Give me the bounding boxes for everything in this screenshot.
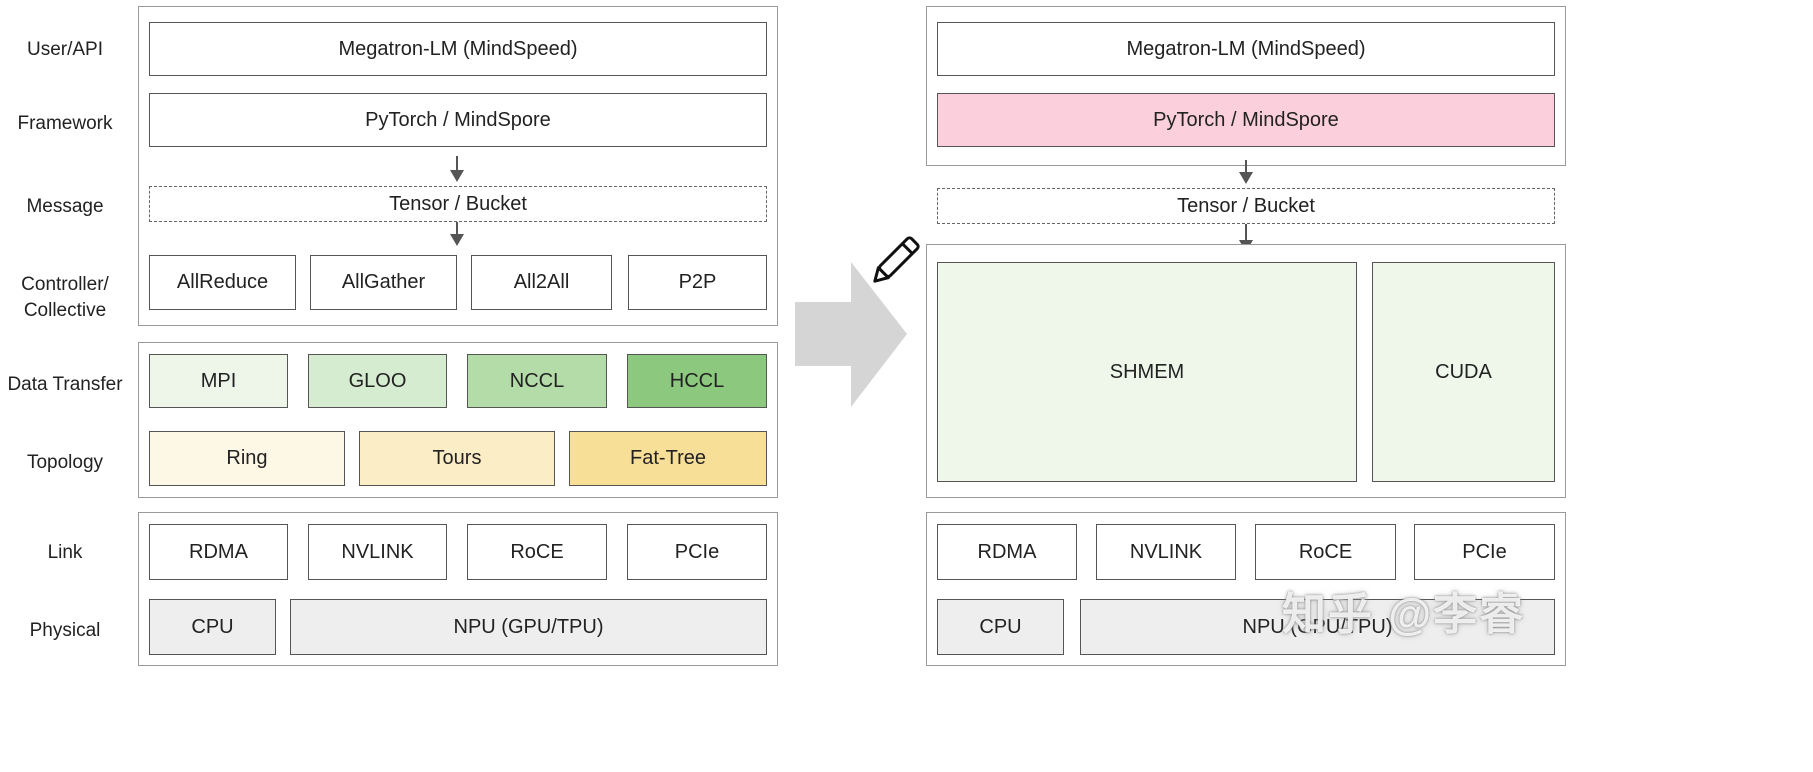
left-arrow-message-collective-head xyxy=(450,234,464,246)
left-physical-npu: NPU (GPU/TPU) xyxy=(290,599,767,655)
layer-label-controller-line2: Collective xyxy=(23,300,107,321)
layer-label-message: Message xyxy=(26,196,104,217)
left-data-transfer-mpi: MPI xyxy=(149,354,288,408)
left-link-nvlink: NVLINK xyxy=(308,524,447,580)
left-arrow-framework-message-head xyxy=(450,170,464,182)
right-physical-cpu: CPU xyxy=(937,599,1064,655)
right-arrow-framework-message-head xyxy=(1239,172,1253,184)
left-topology-fat-tree: Fat-Tree xyxy=(569,431,767,486)
left-collective-allgather: AllGather xyxy=(310,255,457,310)
layer-label-topology: Topology xyxy=(26,452,104,473)
right-link-roce: RoCE xyxy=(1255,524,1396,580)
left-data-transfer-nccl: NCCL xyxy=(467,354,607,408)
right-framework-box: PyTorch / MindSpore xyxy=(937,93,1555,147)
left-message-box: Tensor / Bucket xyxy=(149,186,767,222)
right-shmem-box: SHMEM xyxy=(937,262,1357,482)
left-arrow-message-collective-line xyxy=(456,222,458,234)
left-collective-all2all: All2All xyxy=(471,255,612,310)
layer-label-user-api: User/API xyxy=(26,39,104,60)
layer-label-controller-line1: Controller/ xyxy=(21,274,109,295)
right-link-pcie: PCIe xyxy=(1414,524,1555,580)
layer-label-controller: Controller/ Collective xyxy=(0,272,130,324)
left-arrow-framework-message-line xyxy=(456,156,458,170)
right-user-api-box: Megatron-LM (MindSpeed) xyxy=(937,22,1555,76)
right-physical-npu: NPU (GPU/TPU) xyxy=(1080,599,1555,655)
big-right-arrow-icon xyxy=(795,262,907,407)
right-link-rdma: RDMA xyxy=(937,524,1077,580)
layer-label-link: Link xyxy=(47,542,83,563)
right-link-nvlink: NVLINK xyxy=(1096,524,1236,580)
left-framework-box: PyTorch / MindSpore xyxy=(149,93,767,147)
left-user-api-box: Megatron-LM (MindSpeed) xyxy=(149,22,767,76)
layer-label-data-transfer: Data Transfer xyxy=(7,374,123,395)
left-collective-p2p: P2P xyxy=(628,255,767,310)
layer-label-physical: Physical xyxy=(29,620,101,641)
watermark-text: 知乎 @李睿 xyxy=(1282,590,1526,639)
left-physical-cpu: CPU xyxy=(149,599,276,655)
left-topology-ring: Ring xyxy=(149,431,345,486)
right-message-box: Tensor / Bucket xyxy=(937,188,1555,224)
right-arrow-framework-message-line xyxy=(1245,160,1247,172)
right-arrow-message-shmem-line xyxy=(1245,224,1247,240)
left-topology-tours: Tours xyxy=(359,431,555,486)
left-link-pcie: PCIe xyxy=(627,524,767,580)
pencil-icon xyxy=(873,236,920,283)
left-link-rdma: RDMA xyxy=(149,524,288,580)
left-collective-allreduce: AllReduce xyxy=(149,255,296,310)
left-data-transfer-gloo: GLOO xyxy=(308,354,447,408)
right-cuda-box: CUDA xyxy=(1372,262,1555,482)
left-link-roce: RoCE xyxy=(467,524,607,580)
layer-label-framework: Framework xyxy=(17,113,113,134)
left-data-transfer-hccl: HCCL xyxy=(627,354,767,408)
